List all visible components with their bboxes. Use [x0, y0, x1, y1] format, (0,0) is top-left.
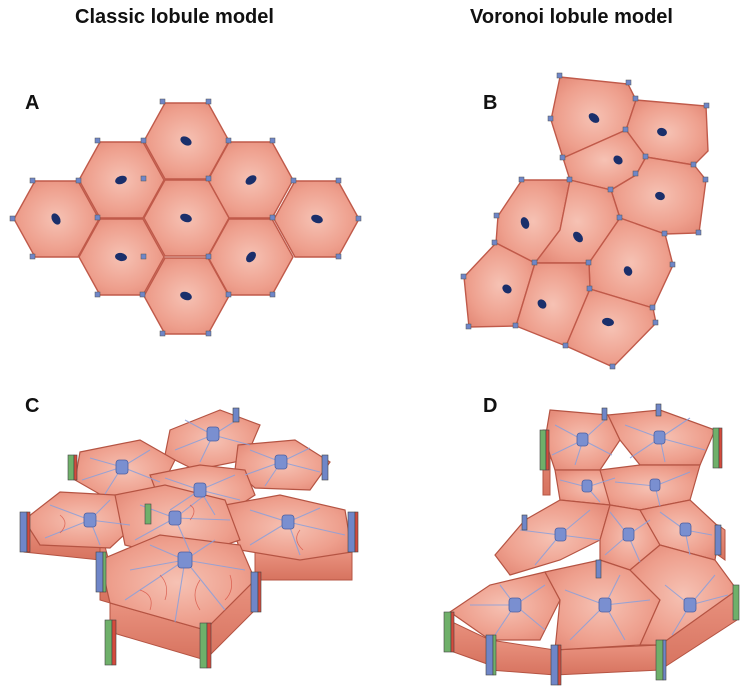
- voronoi-lobule: [463, 76, 709, 368]
- classic-model-title: Classic lobule model: [75, 6, 274, 28]
- arteriole-lines: [59, 504, 304, 611]
- panel-a-hexagon-lobules: [9, 98, 362, 337]
- voronoi-model-title: Voronoi lobule model: [470, 6, 673, 28]
- panel-label-d: D: [483, 395, 498, 417]
- lobule-side-face: [447, 429, 738, 676]
- sinusoid-lines: [44, 417, 346, 623]
- panel-d-3d-voronoi-lobules: [443, 403, 740, 686]
- panel-label-b: B: [483, 92, 498, 114]
- central-vein: [508, 430, 697, 613]
- portal-triad-column: [19, 407, 359, 669]
- portal-triad: [9, 98, 362, 337]
- portal-triad: [460, 72, 710, 370]
- central-vein: [83, 426, 295, 569]
- panel-label-a: A: [25, 92, 40, 114]
- central-vein: [502, 113, 667, 327]
- panel-b-voronoi-lobules: [460, 72, 710, 370]
- lobule-top-face: [23, 409, 353, 631]
- portal-triad-column: [443, 403, 740, 686]
- panel-label-c: C: [25, 395, 40, 417]
- panel-c-3d-classic-lobules: [19, 407, 359, 669]
- central-vein: [51, 136, 323, 301]
